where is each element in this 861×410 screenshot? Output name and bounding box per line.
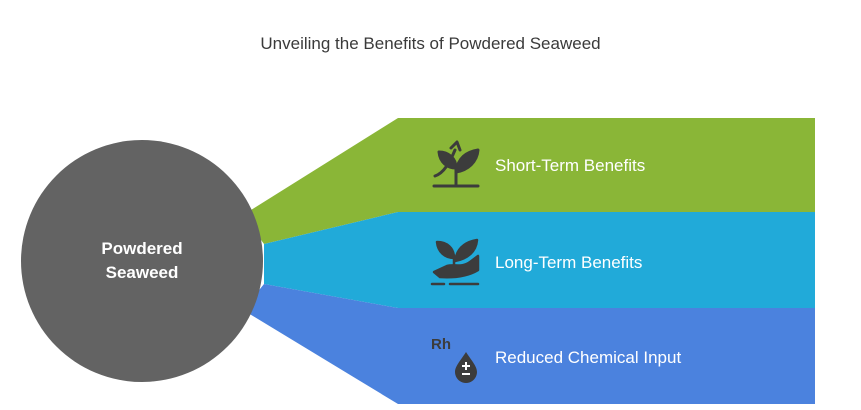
branch-label-short-term: Short-Term Benefits [495, 156, 645, 175]
center-circle [21, 140, 263, 382]
branch-label-reduced-chemical: Reduced Chemical Input [495, 348, 681, 367]
band-long-term [264, 212, 815, 308]
band-reduced-chemical [243, 284, 815, 404]
svg-text:Rh: Rh [431, 336, 451, 353]
center-label-line2: Seaweed [106, 263, 179, 282]
band-short-term [243, 118, 815, 244]
branch-label-long-term: Long-Term Benefits [495, 253, 642, 272]
sprout-arrow-icon [432, 140, 480, 188]
chemical-drop-icon: Rh [431, 336, 477, 383]
center-label-line1: Powdered [101, 239, 182, 258]
plant-hand-icon [430, 238, 480, 286]
diagram-title: Unveiling the Benefits of Powdered Seawe… [260, 34, 601, 53]
